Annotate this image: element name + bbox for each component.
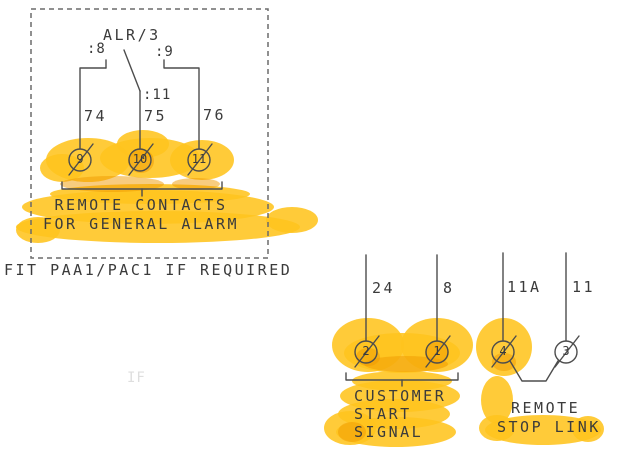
remote-stop-caption-line1: REMOTE	[511, 399, 581, 417]
customer-terminal-symbols	[354, 335, 580, 368]
alarm-terminal-symbols	[68, 143, 213, 176]
wire-label-11: 11	[572, 278, 596, 296]
terminal-4-slash	[491, 335, 517, 368]
alarm-group-bracket	[61, 181, 223, 197]
customer-highlight-dark-patches	[338, 342, 516, 442]
wire-label-75: 75	[144, 107, 168, 125]
terminal-11-number: 11	[191, 152, 207, 166]
wire-label-24: 24	[372, 279, 396, 297]
terminal-3-circle	[554, 340, 578, 364]
terminal-2-circle	[354, 340, 378, 364]
terminal-9-circle	[68, 148, 92, 172]
terminal-4-number: 4	[499, 344, 507, 358]
terminal-10-circle	[128, 148, 152, 172]
wire-to-pin9	[163, 59, 200, 150]
fit-note: FIT PAA1/PAC1 IF REQUIRED	[4, 261, 293, 279]
terminal-3-number: 3	[562, 344, 570, 358]
customer-caption-line3: SIGNAL	[354, 423, 424, 441]
terminal-1-circle	[425, 340, 449, 364]
alarm-caption-highlight	[16, 184, 318, 243]
stop-link-highlight	[479, 415, 604, 445]
remote-stop-caption-line2: STOP LINK	[497, 418, 601, 436]
wire-label-11a: 11A	[507, 278, 542, 296]
remote-stop-link-symbol	[509, 360, 559, 382]
terminal-4-circle	[491, 340, 515, 364]
alarm-relay-lines	[79, 49, 200, 150]
alarm-caption-line2: FOR GENERAL ALARM	[42, 215, 240, 233]
terminal-2-slash	[354, 335, 380, 368]
wire-label-76: 76	[203, 106, 227, 124]
wire-to-pin8	[79, 67, 107, 150]
terminal-11-circle	[187, 148, 211, 172]
customer-group-bracket	[345, 372, 459, 387]
alarm-terminals-highlight	[40, 130, 234, 182]
terminal-11-slash	[187, 143, 213, 176]
terminal-2-number: 2	[362, 344, 370, 358]
wire-label-74: 74	[84, 107, 108, 125]
dashed-enclosure	[30, 8, 269, 259]
terminal-9-number: 9	[76, 152, 84, 166]
faint-print-artifact: IF	[127, 370, 146, 386]
relay-pin9-label: :9	[155, 44, 174, 60]
relay-contact-arm	[123, 49, 141, 92]
terminal-3-slash	[554, 335, 580, 368]
terminal-1-number: 1	[433, 344, 441, 358]
relay-pin11-label: :11	[143, 87, 172, 103]
terminal-10-number: 10	[132, 152, 148, 166]
customer-caption-line1: CUSTOMER	[354, 387, 447, 405]
alarm-highlight-dark-patches	[60, 149, 220, 192]
terminal-10-slash	[128, 143, 154, 176]
wire-label-8: 8	[443, 279, 455, 297]
customer-wires	[365, 252, 567, 342]
relay-label: ALR/3	[103, 26, 161, 44]
alarm-caption-line1: REMOTE CONTACTS	[54, 196, 228, 214]
relay-pin8-label: :8	[87, 41, 106, 57]
customer-caption-line2: START	[354, 405, 412, 423]
terminal-1-slash	[425, 335, 451, 368]
terminal-9-slash	[68, 143, 94, 176]
